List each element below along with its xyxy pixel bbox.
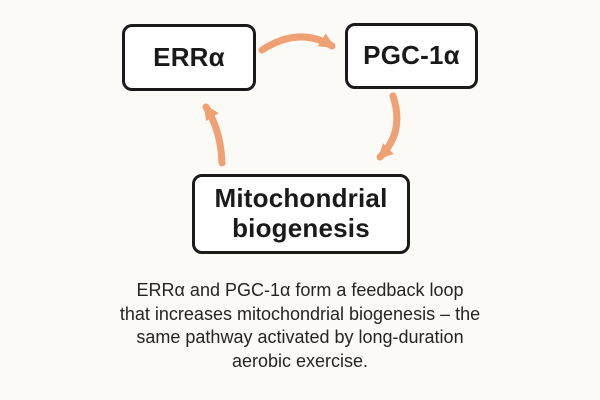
arrow-mito-to-erra-icon — [202, 103, 226, 167]
node-pgc1a-label: PGC-1α — [363, 40, 460, 71]
caption-line: that increases mitochondrial biogenesis … — [119, 303, 481, 324]
node-pgc1a: PGC-1α — [345, 23, 478, 89]
node-erra: ERRα — [122, 24, 256, 91]
arrow-pgc1a-to-mito-icon — [376, 92, 401, 161]
node-mitochondrial-biogenesis: Mitochondrial biogenesis — [192, 174, 410, 254]
caption-line: ERRα and PGC-1α form a feedback loop — [136, 280, 464, 300]
node-mito-label: Mitochondrial biogenesis — [214, 183, 388, 243]
node-erra-label: ERRα — [153, 41, 225, 72]
arrow-erra-to-pgc1a-icon — [258, 33, 336, 54]
caption-line: aerobic exercise. — [231, 350, 369, 371]
caption: ERRα and PGC-1α form a feedback loop tha… — [0, 279, 600, 373]
caption-line: same pathway activated by long-duration — [136, 327, 464, 347]
